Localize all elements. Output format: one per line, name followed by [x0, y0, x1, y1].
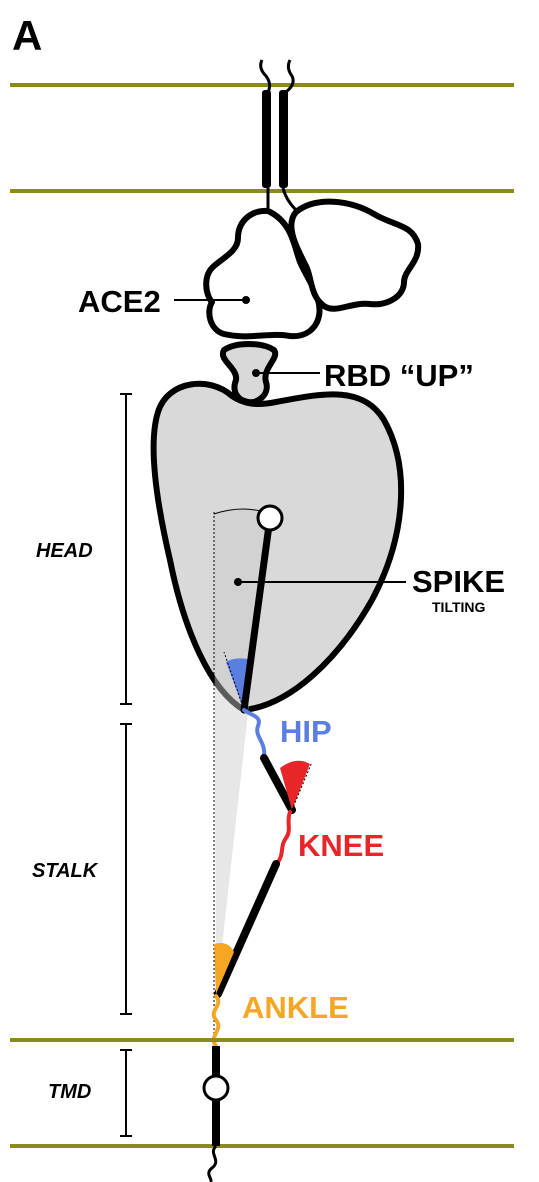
- head-region-label: HEAD: [36, 540, 93, 562]
- ace2-label: ACE2: [78, 284, 161, 319]
- rbd-label: RBD “UP”: [324, 358, 474, 393]
- head-bracket: [120, 394, 132, 704]
- knee-label: KNEE: [298, 828, 384, 863]
- tmd-region-label: TMD: [48, 1081, 91, 1103]
- head-pivot-circle: [258, 506, 282, 530]
- cytoplasmic-tail: [209, 1146, 216, 1182]
- knee-linker: [278, 812, 290, 862]
- stalk-bracket: [120, 724, 132, 1014]
- spike-head: [154, 384, 402, 710]
- hip-label: HIP: [280, 714, 332, 749]
- tmd-bracket: [120, 1050, 132, 1136]
- tmd-pivot-circle: [204, 1076, 228, 1100]
- spike-label: SPIKE: [412, 564, 505, 599]
- spike-sublabel: TILTING: [432, 599, 486, 615]
- stalk-region-label: STALK: [32, 860, 99, 882]
- ankle-label: ANKLE: [242, 990, 349, 1025]
- panel-label: A: [12, 12, 42, 59]
